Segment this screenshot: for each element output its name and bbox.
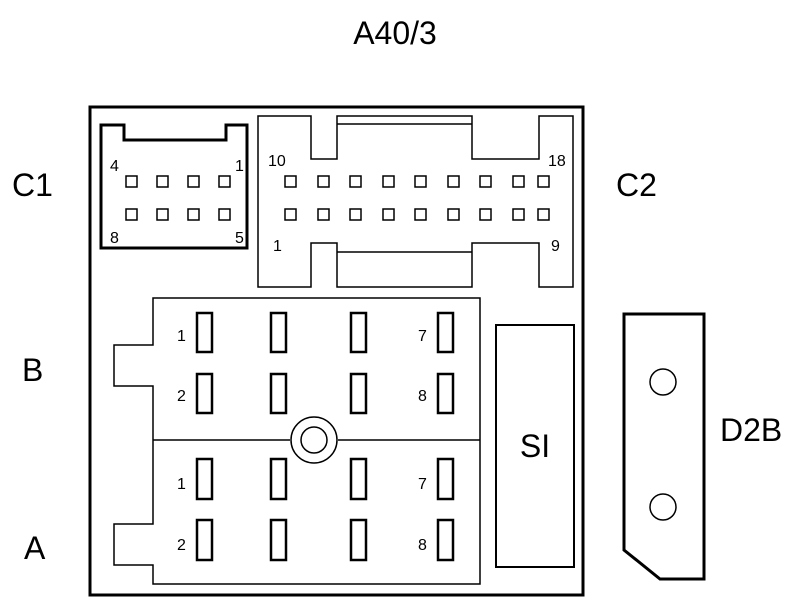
a-contact [269,518,288,562]
c1-label: C1 [12,167,53,203]
a-contact [349,457,368,501]
c1-pin [125,208,138,221]
c2-label: C2 [616,167,657,203]
diagram-title: A40/3 [353,15,437,51]
c1-pin [156,208,169,221]
d2b-label: D2B [720,412,782,448]
c2-pin [447,208,460,221]
b-contact [436,372,455,415]
b-label: B [22,352,43,388]
b-contact [269,372,288,415]
c1-pin-label: 4 [110,158,119,175]
c1-pin [187,175,200,188]
c2-pin [349,208,362,221]
b-pin-label: 1 [177,328,186,345]
d2b-port [649,493,677,521]
c2-pin [284,175,297,188]
a-contact [269,457,288,501]
connector-d2b [622,312,706,581]
connector-c1: 4 1 8 5 [99,123,249,250]
a-label: A [24,530,46,566]
a-pin-label: 1 [177,476,186,493]
ab-outline [113,297,481,585]
a-contact [349,518,368,562]
c2-pin [537,175,550,188]
c2-pin-label: 10 [268,153,286,170]
a-contact [195,518,214,562]
a-pin-label: 7 [418,476,427,493]
c2-pin [382,208,395,221]
a-pin-label: 8 [418,537,427,554]
c2-pin [414,208,427,221]
c1-pin [218,208,231,221]
c2-pin [512,208,525,221]
c1-pin-label: 5 [235,230,244,247]
c2-pin [512,175,525,188]
b-contact [269,311,288,354]
c2-pin [479,175,492,188]
si-box [495,324,575,568]
b-contact [349,372,368,415]
c2-pin-label: 18 [548,153,566,170]
c2-pin-label: 1 [273,238,282,255]
c2-pin-label: 9 [551,238,560,255]
b-contact [195,311,214,354]
c2-outline [257,115,574,288]
c2-pin [349,175,362,188]
b-contacts [195,311,455,415]
c2-pin [414,175,427,188]
a-contact [195,457,214,501]
b-pin-label: 7 [418,328,427,345]
c1-outline [99,123,249,250]
c1-pin [218,175,231,188]
c1-pin [156,175,169,188]
b-contact [436,311,455,354]
a-contact [436,518,455,562]
connector-c2: 10 18 1 9 [257,115,574,288]
si-label: SI [520,428,550,464]
c1-pin-label: 1 [235,158,244,175]
b-contact [349,311,368,354]
c2-pin [447,175,460,188]
c2-pin [284,208,297,221]
b-pin-label: 2 [177,388,186,405]
center-screw-inner [300,426,328,454]
c2-pin-grid [284,175,550,221]
main-housing [88,105,585,597]
c2-pin [537,208,550,221]
d2b-outline [622,312,706,581]
c1-pin-grid [125,175,231,221]
c1-pin [187,208,200,221]
c2-pin [317,208,330,221]
b-contact [195,372,214,415]
a-contacts [195,457,455,562]
c2-pin [382,175,395,188]
c2-pin [479,208,492,221]
b-pin-label: 8 [418,388,427,405]
c1-pin [125,175,138,188]
d2b-port [649,368,677,396]
a-pin-label: 2 [177,537,186,554]
c2-pin [317,175,330,188]
a-contact [436,457,455,501]
c1-pin-label: 8 [110,230,119,247]
connector-ab-block: 1 2 7 8 1 2 7 8 [113,297,481,585]
